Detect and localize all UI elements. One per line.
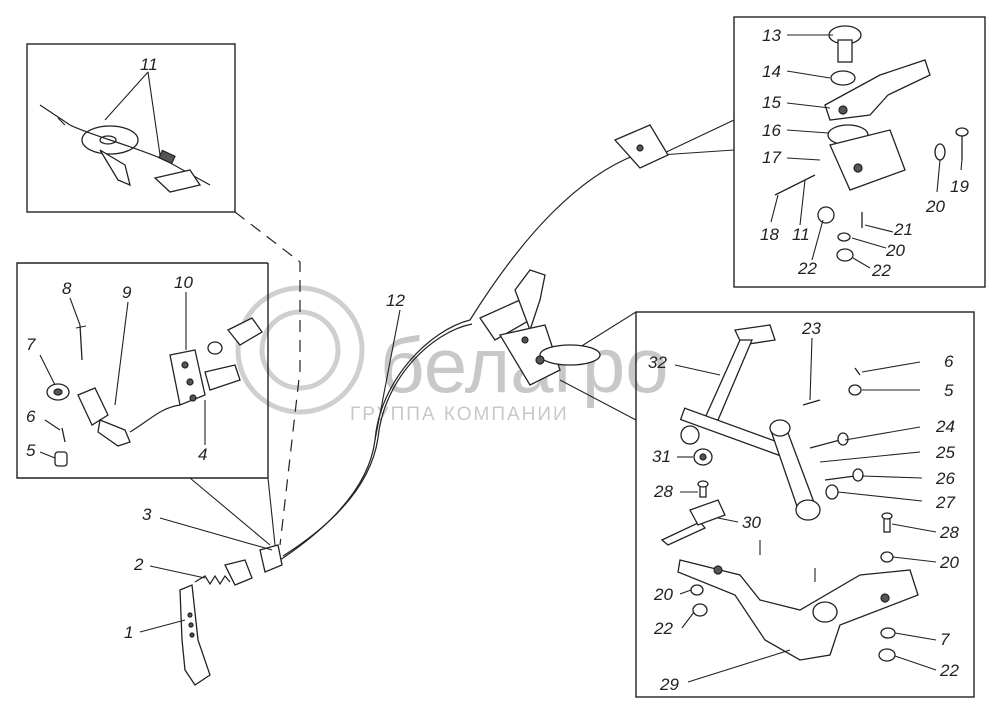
- callout-2: 2: [133, 555, 144, 574]
- washer-31: [693, 448, 713, 466]
- nut-22-right: [878, 648, 896, 662]
- callout-15: 15: [762, 93, 781, 112]
- bellcrank-25: [769, 419, 821, 521]
- bolt-24: [809, 432, 849, 449]
- callout-5: 5: [26, 441, 36, 460]
- callout-1: 1: [124, 623, 133, 642]
- housing-17: [829, 129, 906, 191]
- callout-9: 9: [122, 283, 132, 302]
- callout-11-right: 11: [792, 225, 810, 244]
- callout-20-right: 20: [939, 553, 959, 572]
- callout-13: 13: [762, 26, 781, 45]
- pin-18: [774, 174, 816, 196]
- callout-25: 25: [935, 443, 955, 462]
- pin-23: [802, 399, 821, 406]
- callout-16: 16: [762, 121, 781, 140]
- callout-8: 8: [62, 279, 72, 298]
- callout-32: 32: [648, 353, 667, 372]
- callout-11: 11: [140, 55, 158, 74]
- watermark-tagline: ГРУППА КОМПАНИИ: [350, 404, 569, 425]
- leader-lines: [39, 34, 963, 683]
- callout-4: 4: [198, 445, 207, 464]
- clamp-30: [660, 499, 726, 546]
- inset-frame-bottom-right: [635, 311, 975, 698]
- callout-19: 19: [950, 177, 969, 196]
- callout-28-left: 28: [653, 482, 673, 501]
- bracket-10: [169, 317, 263, 406]
- nut-22-top: [817, 206, 854, 262]
- bolt-28-right: [881, 512, 893, 533]
- bolt-8: [75, 324, 87, 361]
- callout-6: 6: [26, 407, 36, 426]
- callout-22-top-left: 22: [797, 259, 817, 278]
- nut-5-right: [848, 384, 862, 396]
- bolt-26: [824, 468, 864, 482]
- inset-frame-top-left: [26, 43, 236, 213]
- callout-24: 24: [935, 417, 955, 436]
- nut-5: [54, 451, 68, 467]
- spring-2: [194, 574, 231, 586]
- callout-17: 17: [762, 148, 781, 167]
- callout-3: 3: [142, 505, 152, 524]
- lever-15: [824, 59, 931, 121]
- callout-28-right: 28: [939, 523, 959, 542]
- base-bracket-29: [677, 540, 919, 661]
- callout-labels: 11 8 9 10 7 6 5 4 3 2 1 12 13 14 15 16 1…: [26, 26, 969, 694]
- callout-22-right: 22: [939, 661, 959, 680]
- callout-27: 27: [935, 493, 955, 512]
- knob-13: [828, 25, 862, 63]
- callout-10: 10: [174, 273, 193, 292]
- callout-23: 23: [801, 319, 821, 338]
- dashed-link-line: [234, 211, 301, 546]
- bolt-19: [955, 127, 969, 160]
- callout-26: 26: [935, 469, 955, 488]
- callout-6-right: 6: [944, 352, 954, 371]
- clamp-3: [224, 544, 283, 586]
- washer-20-left: [690, 584, 704, 596]
- callout-20-mid: 20: [885, 241, 905, 260]
- washer-7: [46, 383, 70, 401]
- washer-20-right: [880, 551, 894, 563]
- callout-12: 12: [386, 291, 405, 310]
- callout-18: 18: [760, 225, 779, 244]
- inset-frame-left: [16, 262, 268, 479]
- hand-lever-clamp: [613, 124, 669, 169]
- watermark: белагро ГРУППА КОМПАНИИ: [235, 285, 669, 425]
- callout-29: 29: [659, 675, 679, 694]
- callout-5-right: 5: [944, 381, 954, 400]
- washer-14: [830, 70, 856, 86]
- washer-7-right: [880, 627, 896, 639]
- callout-30: 30: [742, 513, 761, 532]
- bracket-32: [679, 324, 785, 457]
- callout-31: 31: [652, 447, 671, 466]
- screw-6-right: [854, 367, 861, 376]
- pedal-lever-1: [179, 584, 211, 686]
- callout-21: 21: [893, 220, 913, 239]
- control-cable: [279, 149, 651, 561]
- washer-20-top: [934, 143, 946, 161]
- washer-27: [825, 484, 839, 500]
- screw-6: [61, 427, 66, 443]
- callout-22-left: 22: [653, 619, 673, 638]
- nut-22-left: [692, 603, 708, 617]
- callout-7: 7: [26, 335, 36, 354]
- callout-20-top: 20: [925, 197, 945, 216]
- cable-clamp-assembly: [39, 104, 211, 193]
- callout-14: 14: [762, 62, 781, 81]
- callout-7-right: 7: [940, 630, 950, 649]
- pin-9: [77, 387, 131, 447]
- inset-frame-top-right: [733, 16, 986, 288]
- mounting-bracket-assembly: [479, 269, 601, 386]
- callout-22-top-right: 22: [871, 261, 891, 280]
- bolt-28-left: [697, 480, 709, 498]
- callout-20-left: 20: [653, 585, 673, 604]
